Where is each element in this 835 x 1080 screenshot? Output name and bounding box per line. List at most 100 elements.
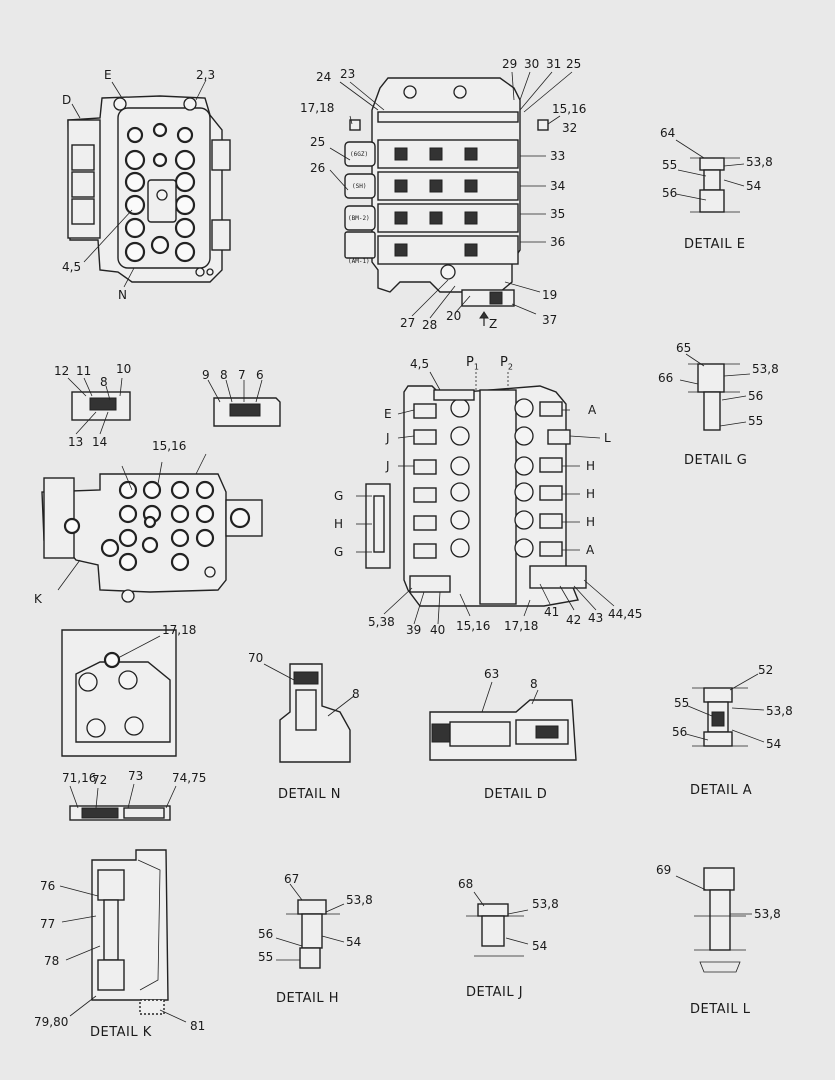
callout-43: 43 (588, 611, 604, 625)
callout-33: 33 (550, 149, 566, 163)
callout-40: 40 (430, 623, 446, 637)
detail-g-callout-65: 65 (676, 341, 692, 355)
callout-H-1: H (586, 459, 596, 473)
callout-H-2: H (586, 487, 596, 501)
callout-74-75: 74,75 (172, 771, 207, 785)
callout-J-upper: J (386, 431, 390, 445)
callout-28: 28 (422, 318, 438, 332)
inner-mark-bm2: (BM-2) (348, 215, 370, 222)
inner-mark-6gz: (6GZ) (350, 151, 369, 158)
inner-mark-sh: (SH) (352, 183, 367, 190)
detail-a-drawing (685, 673, 765, 747)
detail-g-callout-53-8: 53,8 (752, 362, 779, 376)
callout-H-3: H (586, 515, 596, 529)
callout-37: 37 (542, 313, 558, 327)
detail-j-drawing (466, 891, 529, 957)
detail-g-callout-55: 55 (748, 414, 764, 428)
detail-g-callout-56: 56 (748, 389, 764, 403)
callout-6: 6 (256, 368, 264, 382)
detail-e-callout-53-8: 53,8 (746, 155, 773, 169)
callout-15-16-mid: 15,16 (456, 619, 491, 633)
callout-10: 10 (116, 362, 132, 376)
callout-15-16-midleft: 15,16 (152, 439, 187, 453)
detail-d-title: DETAIL D (484, 787, 548, 802)
callout-41: 41 (544, 605, 560, 619)
callout-7: 7 (238, 368, 246, 382)
callout-5-38: 5,38 (368, 615, 395, 629)
callout-P2: P2 (500, 355, 513, 372)
detail-j-callout-54: 54 (532, 939, 548, 953)
detail-k-callout-81: 81 (190, 1019, 206, 1033)
detail-n-title: DETAIL N (278, 787, 341, 802)
detail-g-drawing (679, 353, 751, 431)
detail-e-title: DETAIL E (684, 237, 746, 252)
mid-center-valve-view (356, 371, 615, 625)
callout-G-upper: G (334, 489, 344, 503)
callout-8-small-a: 8 (100, 375, 108, 389)
callout-A-lower: A (586, 543, 595, 557)
detail-a-callout-55: 55 (674, 696, 690, 710)
callout-A-upper: A (588, 403, 597, 417)
detail-e-drawing (675, 139, 745, 213)
detail-e-callout-64: 64 (660, 126, 676, 140)
detail-e-callout-55: 55 (662, 158, 678, 172)
callout-K: K (34, 592, 42, 606)
top-middle-section-view (329, 71, 573, 326)
callout-73: 73 (128, 769, 144, 783)
detail-d-drawing (429, 681, 577, 761)
callout-34: 34 (550, 179, 566, 193)
callout-J-lower: J (386, 459, 390, 473)
detail-k-drawing (59, 849, 187, 1023)
callout-L: L (604, 431, 611, 445)
detail-a-callout-53-8: 53,8 (766, 704, 793, 718)
callout-17-18-mid: 17,18 (504, 619, 539, 633)
detail-g-callout-66: 66 (658, 371, 674, 385)
callout-25-mid: 25 (310, 135, 326, 149)
callout-11: 11 (76, 364, 92, 378)
detail-j-title: DETAIL J (466, 985, 524, 1000)
detail-d-callout-8: 8 (530, 677, 538, 691)
callout-G-lower: G (334, 545, 344, 559)
callout-Z: Z (489, 317, 498, 331)
detail-j-callout-53-8: 53,8 (532, 897, 559, 911)
detail-n-drawing (263, 663, 355, 763)
callout-4-5-top: 4,5 (62, 260, 82, 274)
inner-mark-am1: (AM-1) (348, 258, 370, 265)
callout-27: 27 (400, 316, 416, 330)
detail-g-title: DETAIL G (684, 453, 748, 468)
callout-26: 26 (310, 161, 326, 175)
detail-k-callout-77: 77 (40, 917, 56, 931)
callout-31: 31 (546, 57, 562, 71)
top-left-valve-view (67, 79, 231, 288)
callout-72: 72 (92, 773, 108, 787)
detail-h-drawing (275, 883, 345, 969)
detail-h-callout-67: 67 (284, 872, 300, 886)
callout-14: 14 (92, 435, 108, 449)
callout-P1: P1 (466, 355, 479, 372)
callout-17-18-top: 17,18 (300, 101, 335, 115)
callout-H-left: H (334, 517, 344, 531)
detail-a-callout-56: 56 (672, 725, 688, 739)
detail-l-drawing (675, 867, 752, 973)
lower-left-view (61, 629, 177, 821)
callout-19: 19 (542, 288, 558, 302)
mid-left-valve-view (41, 453, 263, 603)
callout-39: 39 (406, 623, 422, 637)
detail-k-callout-76: 76 (40, 879, 56, 893)
detail-h-title: DETAIL H (276, 991, 340, 1006)
detail-k-callout-79-80: 79,80 (34, 1015, 69, 1029)
detail-j-callout-68: 68 (458, 877, 474, 891)
callout-29: 29 (502, 57, 518, 71)
callout-15-16-top: 15,16 (552, 102, 587, 116)
callout-17-18-lower: 17,18 (162, 623, 197, 637)
callout-42: 42 (566, 613, 582, 627)
callout-71-16: 71,16 (62, 771, 97, 785)
detail-k-title: DETAIL K (90, 1025, 152, 1040)
callout-4-5-mid: 4,5 (410, 357, 430, 371)
detail-k-callout-78: 78 (44, 954, 60, 968)
detail-n-callout-70: 70 (248, 651, 264, 665)
detail-n-callout-8: 8 (352, 687, 360, 701)
detail-h-callout-54: 54 (346, 935, 362, 949)
